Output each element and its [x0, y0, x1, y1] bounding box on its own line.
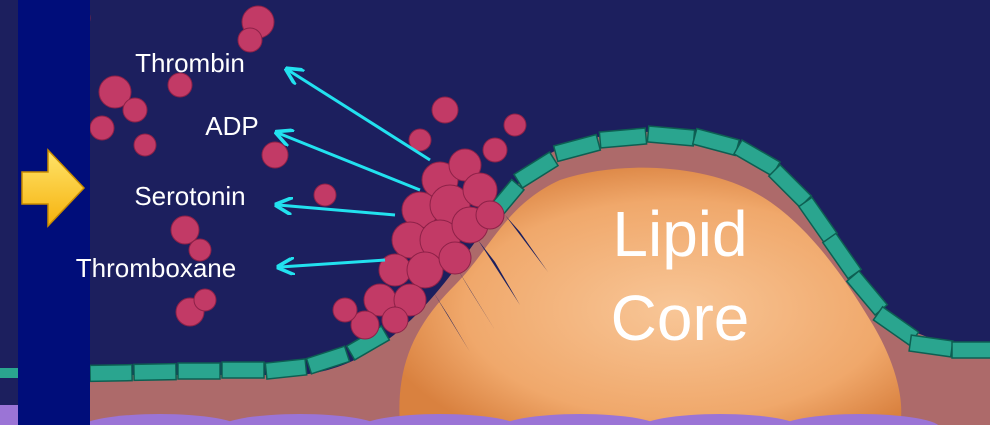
label-thromboxane: Thromboxane: [76, 253, 236, 283]
lipid-core-label-line1: Lipid: [612, 198, 747, 270]
side-muscle: [0, 405, 18, 425]
label-adp: ADP: [205, 111, 258, 141]
side-endothelium: [0, 368, 18, 378]
label-thrombin: Thrombin: [135, 48, 245, 78]
label-serotonin: Serotonin: [134, 181, 245, 211]
lipid-core-label-line2: Core: [611, 282, 750, 354]
